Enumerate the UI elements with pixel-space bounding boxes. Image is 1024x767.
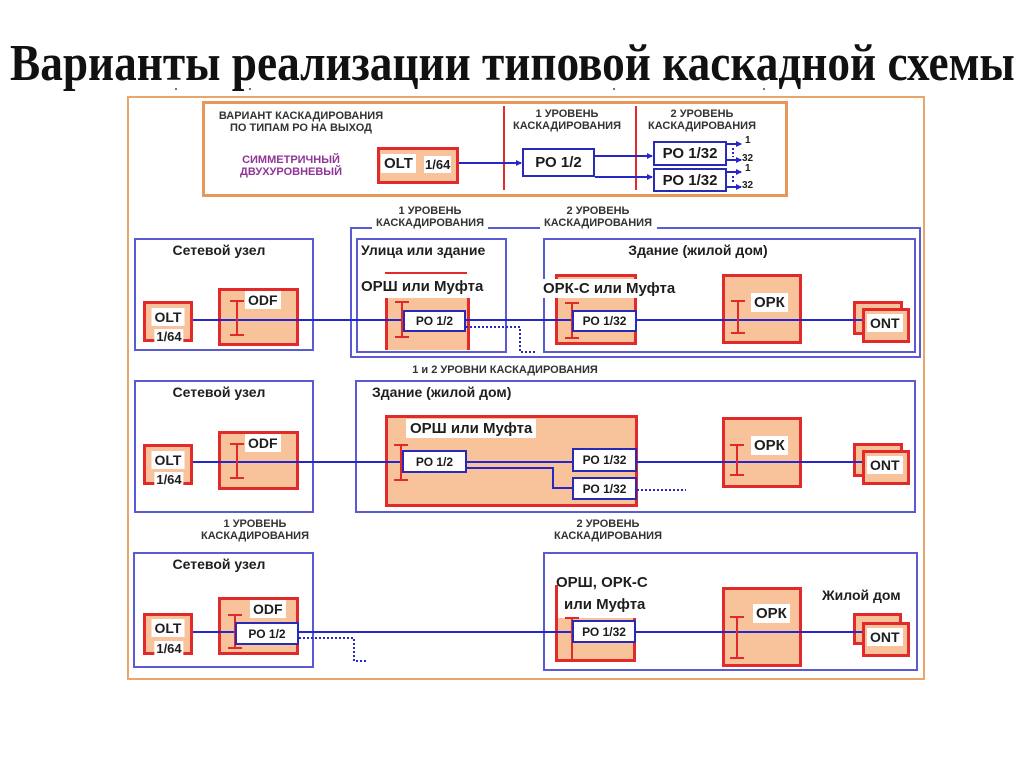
- connector-symbol: [395, 301, 409, 338]
- level-label-line2: КАСКАДИРОВАНИЯ: [554, 530, 662, 542]
- connector-symbol: [230, 443, 244, 479]
- scheme3-building-title: Жилой дом: [822, 587, 901, 603]
- scheme1-network-node-title: Сетевой узел: [172, 242, 266, 258]
- legend-level2-line2: КАСКАДИРОВАНИЯ: [648, 120, 756, 132]
- scheme1-box-ork-label: ОРК: [751, 293, 788, 312]
- scheme3-spare-output: [299, 637, 367, 662]
- legend-level1-line2: КАСКАДИРОВАНИЯ: [513, 120, 621, 132]
- legend-heading-line1: ВАРИАНТ КАСКАДИРОВАНИЯ: [218, 110, 384, 122]
- level-label-line2: КАСКАДИРОВАНИЯ: [201, 530, 309, 542]
- scheme2-splitter-level2: РО 1/32: [572, 448, 637, 472]
- scheme1-level2-label: 2 УРОВЕНЬ КАСКАДИРОВАНИЯ: [542, 205, 654, 229]
- scheme2-building-frame: [355, 380, 916, 513]
- scheme3-olt-label: OLT: [151, 619, 185, 637]
- scheme1-street-frame: [356, 238, 507, 353]
- legend-splitter-level1: РО 1/2: [522, 148, 595, 177]
- scheme2-building-title: Здание (жилой дом): [372, 384, 512, 400]
- legend-level1-line1: 1 УРОВЕНЬ: [535, 108, 599, 120]
- scheme2-splitter-level1: РО 1/2: [402, 450, 467, 473]
- legend-olt-ports: 1/64: [424, 156, 452, 173]
- level-label-line2: КАСКАДИРОВАНИЯ: [544, 217, 652, 229]
- connector-symbol: [730, 616, 744, 659]
- scheme3-olt-ports: 1/64: [154, 641, 184, 656]
- connector-symbol: [230, 300, 244, 336]
- legend-variant-line2: ДВУХУРОВНЕВЫЙ: [240, 166, 342, 178]
- scheme3-network-node-frame: [133, 552, 314, 668]
- level-label-line1: 1 УРОВЕНЬ: [398, 205, 462, 217]
- legend-olt-label: OLT: [381, 154, 416, 173]
- level-label-line1: 1 УРОВЕНЬ: [223, 518, 287, 530]
- legend-output-last: 32: [742, 153, 754, 164]
- scheme2-splitter-level2: РО 1/32: [572, 477, 637, 500]
- scheme3-box-ork: [722, 587, 802, 667]
- legend-splitter-level2: РО 1/32: [653, 141, 727, 166]
- scheme2-box-ork-label: ОРК: [751, 436, 788, 455]
- tick-mark: [175, 88, 177, 90]
- scheme2-cabinet-title: ОРШ или Муфта: [406, 419, 537, 438]
- scheme1-cabinet-top-line: [385, 272, 467, 274]
- scheme1-building-cabinet-title: ОРК-С или Муфта: [540, 279, 679, 298]
- legend-level1-label: 1 УРОВЕНЬ КАСКАДИРОВАНИЯ: [513, 108, 621, 132]
- scheme1-olt-label: OLT: [151, 308, 185, 326]
- scheme2-network-node-frame: [134, 380, 314, 513]
- legend-heading-line2: ПО ТИПАМ РО НА ВЫХОД: [230, 122, 372, 134]
- connector-symbol: [731, 300, 745, 334]
- scheme1-level1-label: 1 УРОВЕНЬ КАСКАДИРОВАНИЯ: [374, 205, 486, 229]
- scheme1-cascade-bracket: [350, 227, 921, 358]
- scheme3-splitter-level1: РО 1/2: [235, 622, 299, 645]
- slide-title: Варианты реализации типовой каскадной сх…: [10, 35, 1015, 92]
- level-label-line1: 2 УРОВЕНЬ: [576, 518, 640, 530]
- legend-output-first: 1: [745, 135, 751, 146]
- outer-frame: [127, 96, 925, 680]
- connector-symbol: [730, 444, 744, 476]
- connector-symbol: [394, 444, 408, 481]
- level-label-line1: 2 УРОВЕНЬ: [566, 205, 630, 217]
- scheme2-odf-label: ODF: [245, 434, 281, 452]
- scheme3-cabinet-title-line1: ОРШ, ОРК-С: [556, 574, 648, 591]
- scheme3-splitter-level2: РО 1/32: [572, 620, 636, 643]
- scheme1-network-node-frame: [134, 238, 314, 351]
- scheme3-cabinet-title-line2: или Муфта: [564, 596, 646, 613]
- scheme2-olt-label: OLT: [151, 451, 185, 469]
- tick-mark: [249, 88, 251, 90]
- scheme2-ont-label: ONT: [867, 456, 903, 474]
- legend-variant-line1: СИММЕТРИЧНЫЙ: [242, 154, 340, 166]
- scheme3-odf-label: ODF: [250, 600, 286, 618]
- scheme2-network-node-title: Сетевой узел: [172, 384, 266, 400]
- legend-level2-label: 2 УРОВЕНЬ КАСКАДИРОВАНИЯ: [648, 108, 756, 132]
- legend-splitter-level2: РО 1/32: [653, 168, 727, 192]
- tick-mark: [763, 88, 765, 90]
- scheme2-split-link: [467, 467, 572, 489]
- scheme1-street-title: Улица или здание: [361, 242, 486, 258]
- scheme1-odf-label: ODF: [245, 291, 281, 309]
- scheme1-spare-output: [466, 326, 535, 353]
- scheme1-building-title: Здание (жилой дом): [628, 242, 768, 258]
- scheme2-olt-ports: 1/64: [154, 472, 184, 487]
- scheme2-levels-label: 1 и 2 УРОВНИ КАСКАДИРОВАНИЯ: [412, 364, 598, 376]
- legend-level2-line1: 2 УРОВЕНЬ: [670, 108, 734, 120]
- scheme3-network-node-title: Сетевой узел: [172, 556, 266, 572]
- tick-mark: [613, 88, 615, 90]
- scheme1-street-splitter: РО 1/2: [403, 310, 466, 332]
- legend-output-last: 32: [742, 180, 754, 191]
- scheme3-level1-label: 1 УРОВЕНЬ КАСКАДИРОВАНИЯ: [201, 518, 309, 542]
- scheme1-street-cabinet-title: ОРШ или Муфта: [361, 278, 484, 295]
- scheme3-building-frame: [543, 552, 918, 671]
- scheme1-building-splitter: РО 1/32: [572, 310, 637, 332]
- scheme2-odf-box: [218, 431, 299, 490]
- scheme3-ont-label: ONT: [867, 628, 903, 646]
- scheme3-box-ork-label: ОРК: [753, 604, 790, 623]
- scheme1-ont-label: ONT: [867, 314, 903, 332]
- level-label-line2: КАСКАДИРОВАНИЯ: [376, 217, 484, 229]
- legend-heading: ВАРИАНТ КАСКАДИРОВАНИЯ ПО ТИПАМ РО НА ВЫ…: [219, 110, 383, 134]
- scheme3-level2-label: 2 УРОВЕНЬ КАСКАДИРОВАНИЯ: [554, 518, 662, 542]
- legend-variant: СИММЕТРИЧНЫЙ ДВУХУРОВНЕВЫЙ: [240, 154, 342, 178]
- scheme1-olt-ports: 1/64: [154, 329, 184, 344]
- legend-output-first: 1: [745, 163, 751, 174]
